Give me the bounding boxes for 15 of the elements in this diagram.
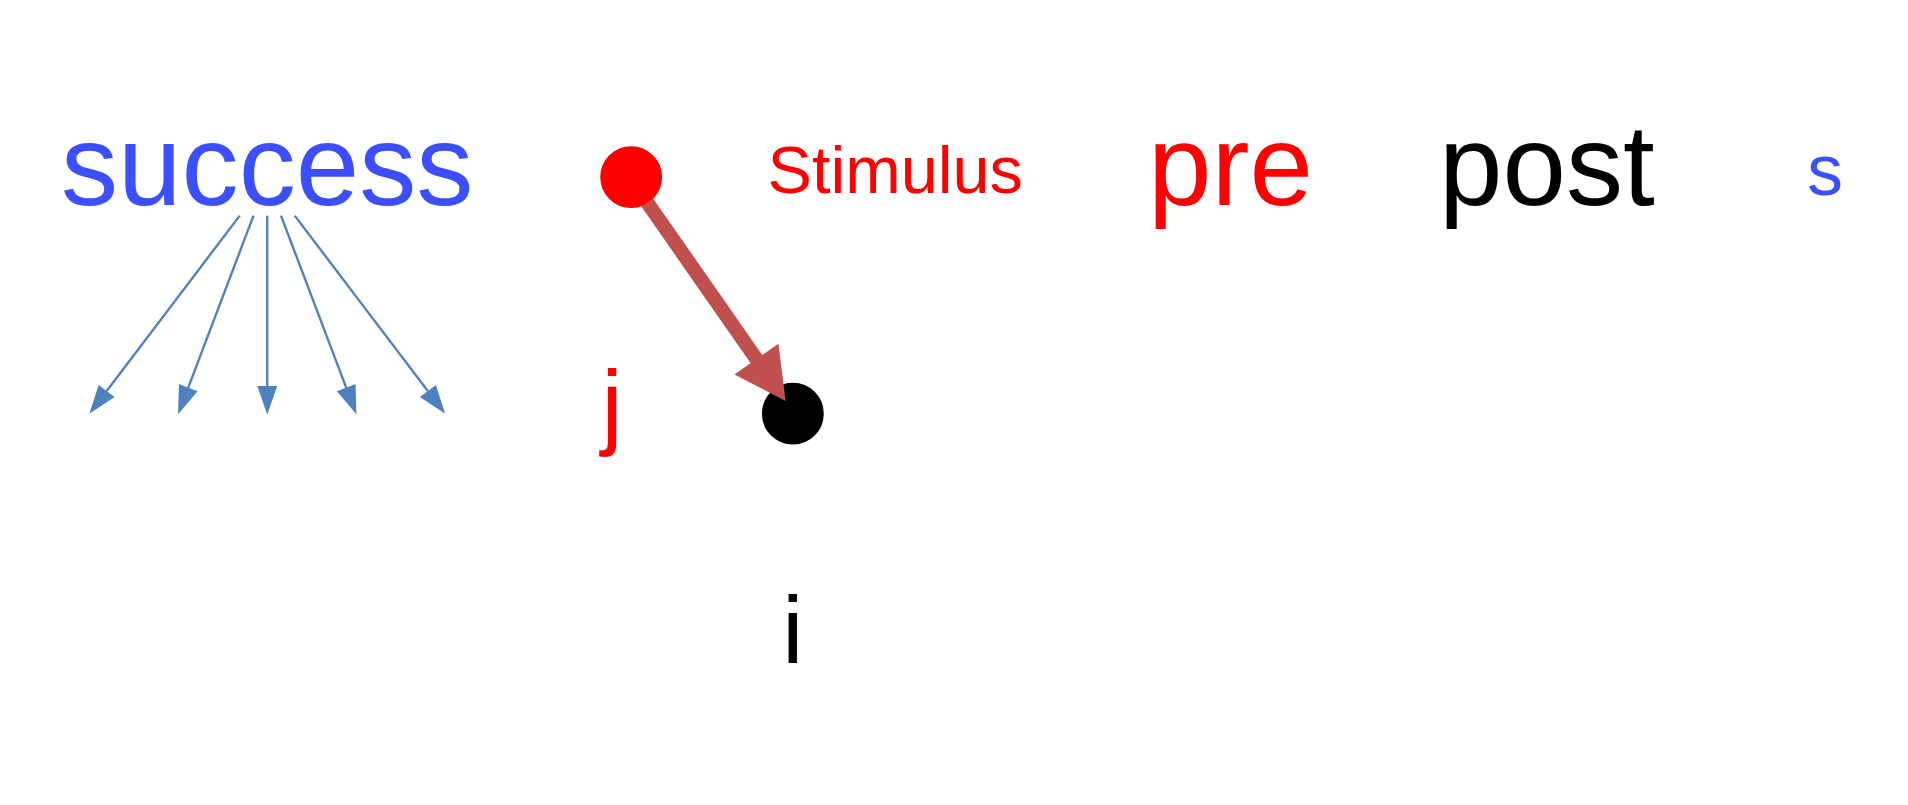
node-circle [761, 382, 824, 445]
node-label: j [601, 350, 623, 457]
arrow [89, 214, 241, 414]
node-label: i [782, 576, 804, 683]
node-circle [600, 145, 663, 208]
arrow [178, 214, 255, 414]
node-text: success [61, 101, 474, 229]
label: Stimulus [767, 132, 1023, 207]
arrow [293, 214, 446, 414]
arrow [279, 214, 357, 414]
label: pre [1147, 101, 1313, 229]
arrow [257, 215, 278, 415]
label: post [1438, 101, 1655, 229]
arrow [641, 197, 786, 401]
label: s [1807, 129, 1843, 210]
